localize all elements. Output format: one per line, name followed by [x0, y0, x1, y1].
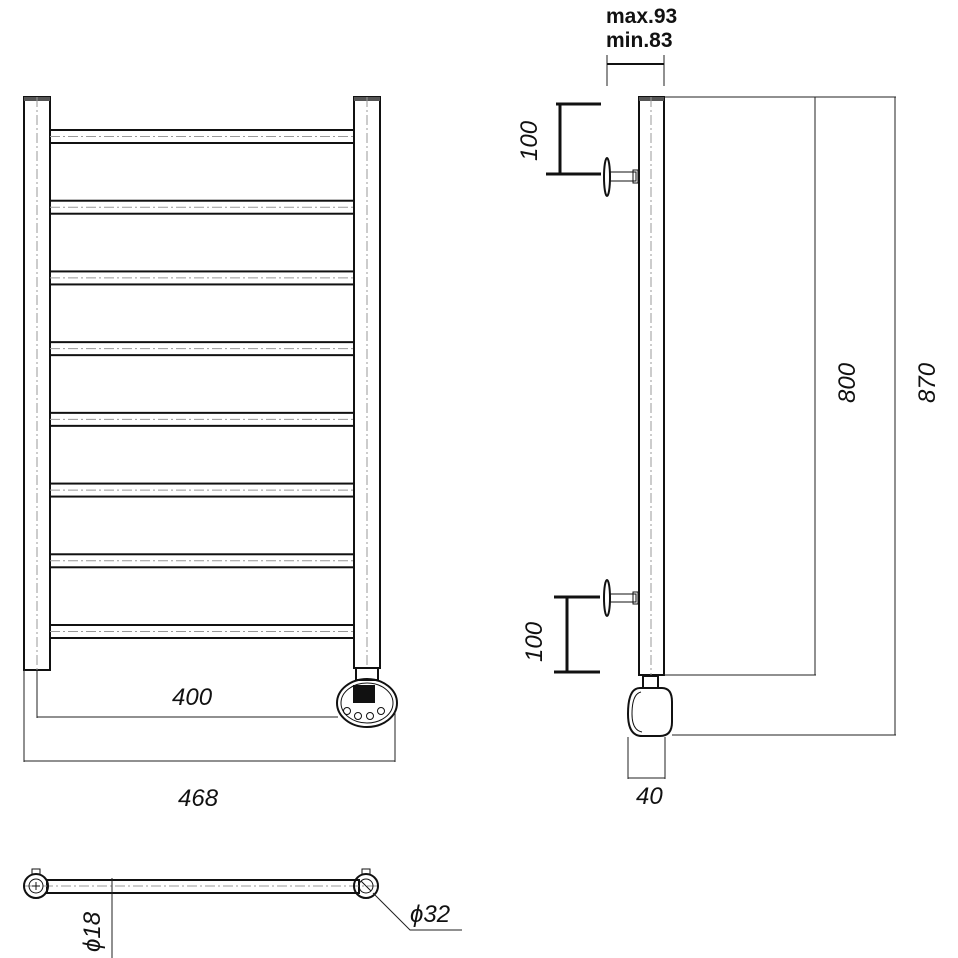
front-view: 400 468: [23, 96, 398, 812]
dimension-870-label: 870: [914, 362, 941, 403]
dimension-468-label: 468: [178, 785, 219, 812]
control-button: [377, 707, 385, 715]
top-bracket-100-label: 100: [516, 120, 543, 161]
post-diameter-label: ϕ32: [410, 901, 450, 928]
top-wall-bracket: [603, 157, 639, 197]
display-screen: [353, 685, 375, 703]
dimension-800-label: 800: [834, 362, 861, 403]
rungs: [49, 129, 355, 639]
bottom-bracket-100-label: 100: [521, 621, 548, 662]
rung-diameter-label: ϕ18: [79, 911, 106, 952]
top-view: ϕ18 ϕ32: [23, 868, 462, 958]
heating-element-control: [336, 667, 398, 728]
side-view: max.93 min.83 100: [516, 5, 941, 810]
control-button: [366, 712, 374, 720]
bottom-wall-bracket: [603, 579, 639, 617]
dimension-400-label: 400: [172, 684, 213, 711]
control-button: [354, 712, 362, 720]
wall-distance-max-label: max.93: [606, 5, 677, 28]
wall-distance-min-label: min.83: [606, 29, 673, 52]
dimension-40-label: 40: [636, 783, 663, 810]
heating-element-side: [626, 675, 673, 737]
control-button: [343, 707, 351, 715]
